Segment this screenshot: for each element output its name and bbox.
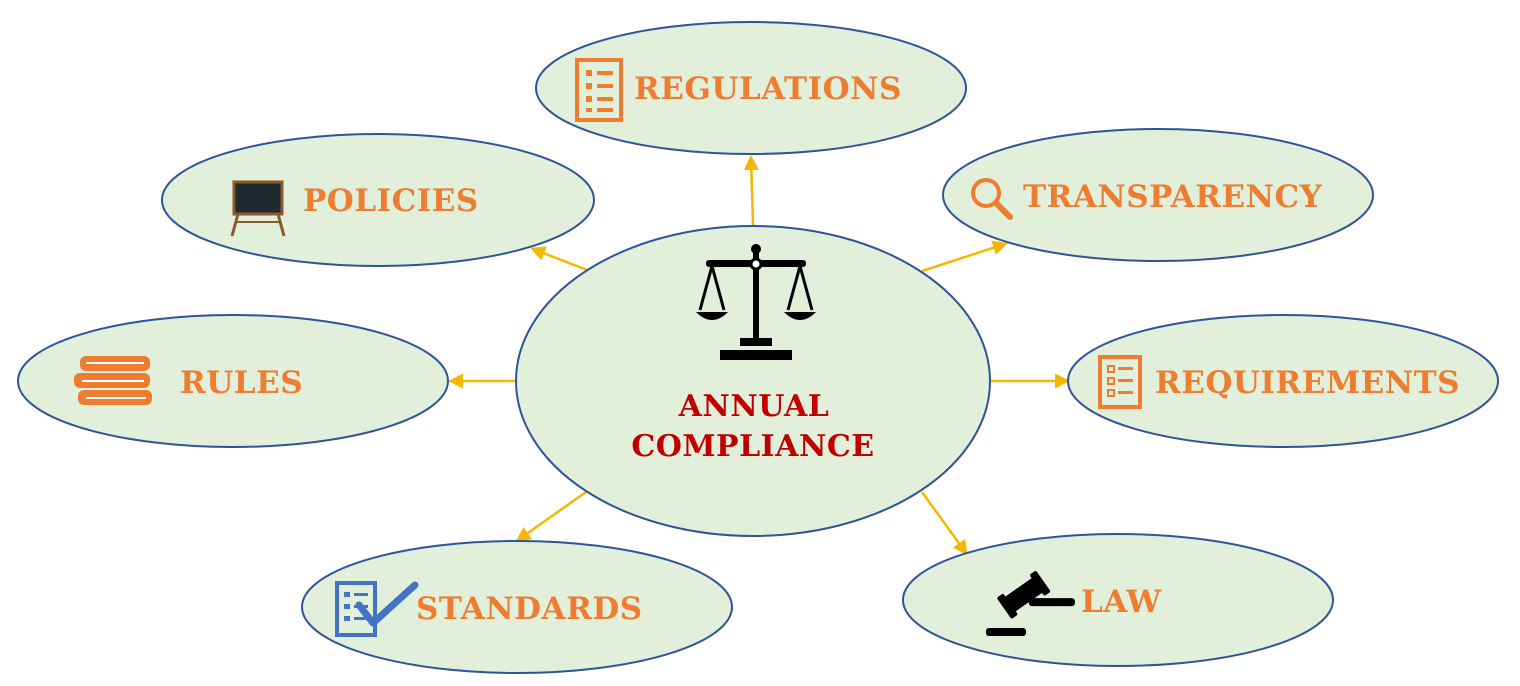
node-label-rules: RULES xyxy=(180,365,303,401)
node-label-regulations: REGULATIONS xyxy=(634,71,902,107)
node-regulations: REGULATIONS xyxy=(535,21,967,155)
magnifier-icon xyxy=(971,178,1013,220)
center-label-line-2: COMPLIANCE xyxy=(631,429,874,464)
book-stack-icon xyxy=(74,356,152,405)
gavel-icon xyxy=(986,571,1075,636)
node-transparency: TRANSPARENCY xyxy=(942,128,1374,262)
center-node: ANNUAL COMPLIANCE xyxy=(515,225,991,537)
checked-list-icon xyxy=(335,581,419,637)
bubble-policies xyxy=(161,133,595,267)
node-law: LAW xyxy=(902,533,1334,667)
node-rules: RULES xyxy=(17,314,449,448)
arrow-to-transparency xyxy=(921,240,1008,273)
bubble-requirements xyxy=(1067,314,1499,448)
checklist-document-icon xyxy=(575,58,623,122)
node-label-transparency: TRANSPARENCY xyxy=(1023,179,1323,215)
bubble-regulations xyxy=(535,21,967,155)
node-label-requirements: REQUIREMENTS xyxy=(1155,365,1460,401)
arrow-to-law xyxy=(920,491,968,556)
arrow-to-policies xyxy=(530,246,588,272)
node-requirements: REQUIREMENTS xyxy=(1067,314,1499,448)
chalkboard-icon xyxy=(230,180,286,237)
node-standards: STANDARDS xyxy=(301,540,733,674)
bubble-center xyxy=(515,225,991,537)
bubble-rules xyxy=(17,314,449,448)
scales-of-justice-icon xyxy=(696,244,816,360)
bubble-transparency xyxy=(942,128,1374,262)
arrow-to-regulations xyxy=(743,155,759,227)
node-policies: POLICIES xyxy=(161,133,595,267)
connectors xyxy=(448,155,1070,556)
arrow-to-standards xyxy=(515,490,587,542)
checklist-icon xyxy=(1098,355,1142,409)
bubble-standards xyxy=(301,540,733,674)
node-label-standards: STANDARDS xyxy=(416,591,643,627)
center-label-line-1: ANNUAL xyxy=(678,389,830,424)
node-label-law: LAW xyxy=(1081,584,1162,620)
node-label-policies: POLICIES xyxy=(303,183,479,219)
